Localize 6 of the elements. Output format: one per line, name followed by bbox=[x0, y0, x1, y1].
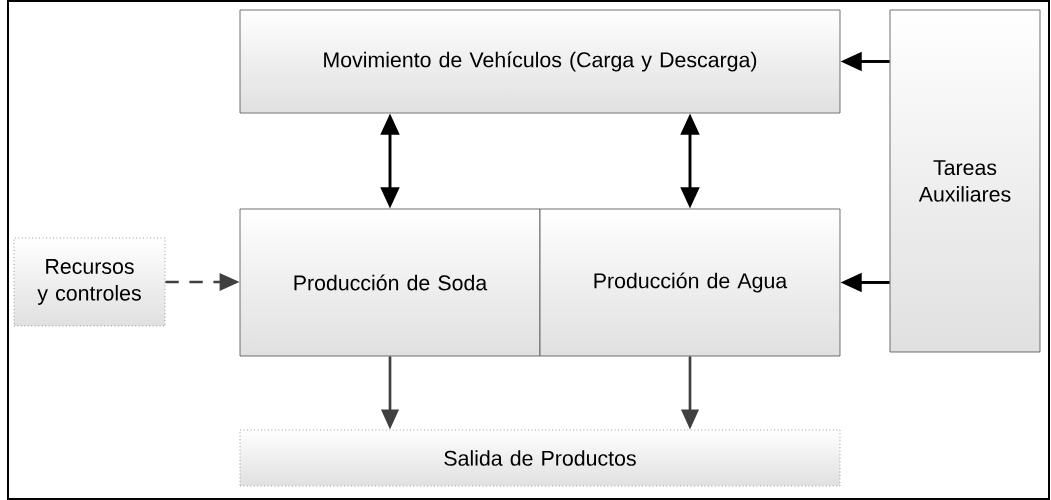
process-box: Movimiento de Vehículos (Carga y Descarga) bbox=[239, 9, 841, 114]
input-box: Recursos y controles bbox=[13, 237, 166, 327]
input-box: Salida de Productos bbox=[239, 429, 841, 487]
process-box: Producción de Agua bbox=[539, 208, 841, 357]
process-box: Producción de Soda bbox=[239, 208, 541, 357]
process-box: Tareas Auxiliares bbox=[889, 9, 1041, 353]
